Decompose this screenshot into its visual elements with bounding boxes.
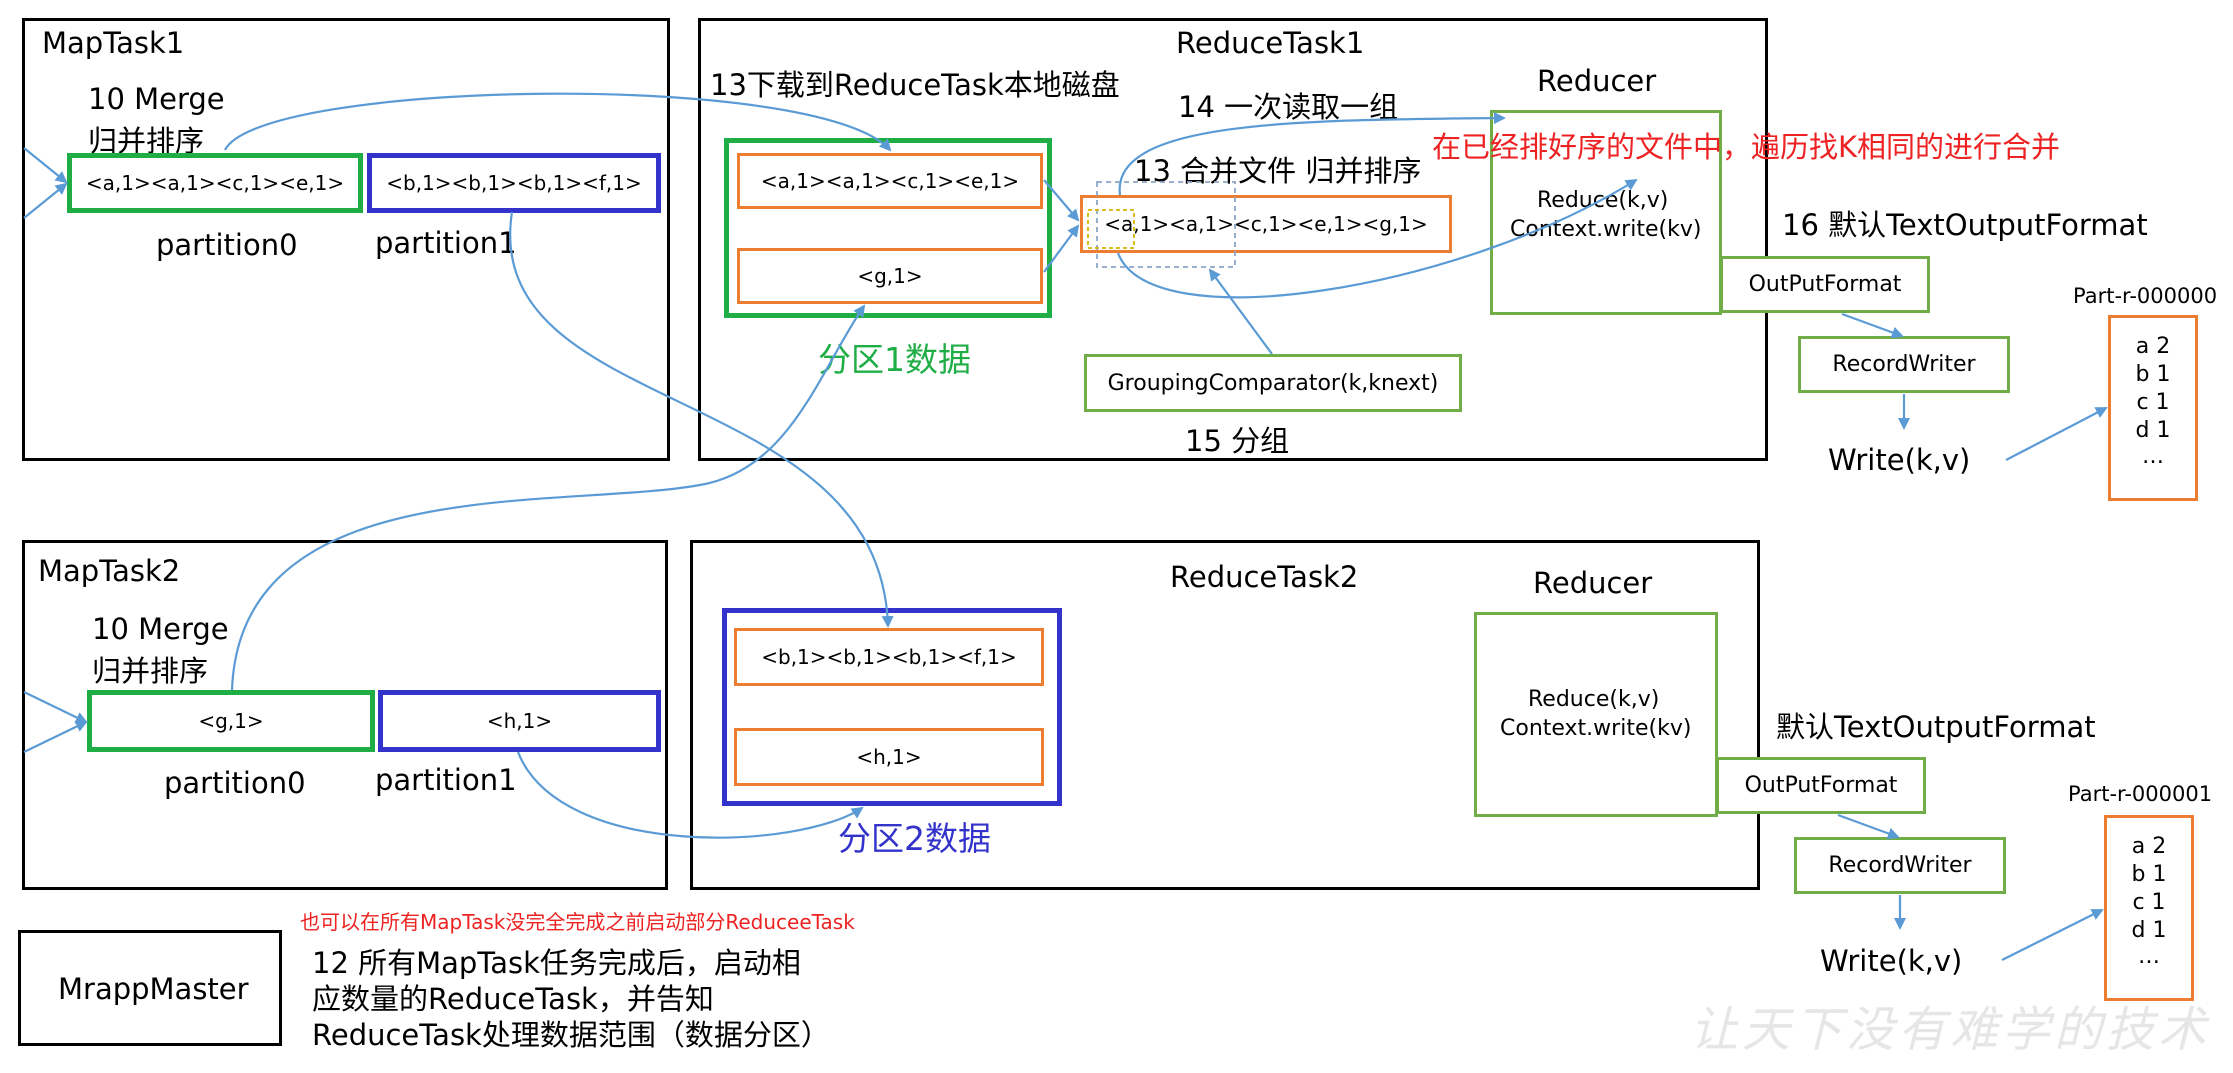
maptask1-input-arrow xyxy=(23,147,68,184)
part-file-line: … xyxy=(2142,444,2164,469)
merged-first-key-dashed-box xyxy=(1087,209,1135,249)
reducetask2-part-file: a 2 b 1 c 1 d 1 … xyxy=(2104,815,2194,1001)
part-file-line: … xyxy=(2138,944,2160,969)
mt1-p0-to-rt1-arrow xyxy=(224,92,892,152)
reducetask2-part-file-name: Part-r-000001 xyxy=(2068,782,2213,806)
reducetask2-record-writer: RecordWriter xyxy=(1794,837,2006,894)
rt2-output-to-writer-arrow xyxy=(1837,813,1900,840)
merged-to-reducer-arrow xyxy=(1118,112,1506,196)
rt1-output-to-writer-arrow xyxy=(1841,312,1904,339)
reducetask1-partition-item-2: <g,1> xyxy=(737,248,1043,304)
reducetask2-reducer-title: Reducer xyxy=(1533,566,1653,600)
reducetask2-output-format: OutPutFormat xyxy=(1716,757,1926,814)
reducetask2-title: ReduceTask2 xyxy=(1170,560,1359,594)
reducetask2-reducer-box xyxy=(1474,612,1718,817)
reducetask1-red-note: 在已经排好序的文件中，遍历找K相同的进行合并 xyxy=(1432,130,2061,164)
maptask2-partition0-label: partition0 xyxy=(164,766,306,800)
reducetask1-output-format-label: 16 默认TextOutputFormat xyxy=(1782,208,2148,242)
reducetask2-partition-item-2: <h,1> xyxy=(734,728,1044,786)
maptask2-input-arrow xyxy=(23,720,88,753)
maptask1-partition1-box xyxy=(367,153,661,213)
reducetask1-merged-file: <a,1><a,1><c,1><e,1><g,1> xyxy=(1080,195,1452,253)
reducetask2-reducer-line2: Context.write(kv) xyxy=(1500,716,1692,741)
rt2-write-to-part-arrow xyxy=(2001,909,2104,961)
reducetask2-write: Write(k,v) xyxy=(1820,944,1963,978)
reducetask1-read-label: 14 一次读取一组 xyxy=(1178,90,1399,124)
reducetask1-reducer-box xyxy=(1490,110,1722,315)
master-frame xyxy=(18,930,282,1046)
reducetask1-record-writer: RecordWriter xyxy=(1798,336,2010,393)
reducetask2-partition-group xyxy=(722,608,1062,806)
maptask2-frame xyxy=(22,540,668,890)
maptask1-title: MapTask1 xyxy=(42,26,185,60)
part-file-line: d 1 xyxy=(2135,418,2171,443)
reducetask1-output-format: OutPutFormat xyxy=(1720,256,1930,313)
maptask1-merge-label-1: 10 Merge xyxy=(88,82,225,116)
maptask2-input-arrow xyxy=(23,691,88,724)
maptask2-partition1-box xyxy=(378,690,661,752)
reducetask2-partition-data-label: 分区2数据 xyxy=(838,819,991,858)
reducetask1-grouping-label: 15 分组 xyxy=(1185,424,1290,458)
part-file-line: d 1 xyxy=(2131,918,2167,943)
maptask2-partition1-content: <h,1> xyxy=(486,709,553,733)
reducetask2-partition-item-1: <b,1><b,1><b,1><f,1> xyxy=(734,628,1044,686)
part-file-line: a 2 xyxy=(2135,334,2171,359)
reducetask1-title: ReduceTask1 xyxy=(1176,26,1365,60)
reducetask2-reducer-line1: Reduce(k,v) xyxy=(1528,687,1660,712)
master-desc-line1: 12 所有MapTask任务完成后，启动相 xyxy=(312,946,801,980)
part-file-line: c 1 xyxy=(2136,390,2170,415)
maptask2-merge-label-1: 10 Merge xyxy=(92,612,229,646)
reducetask1-frame xyxy=(698,18,1768,461)
rt1-item2-to-merged-arrow xyxy=(1043,224,1080,273)
part-file-line: b 1 xyxy=(2135,362,2171,387)
reducetask1-write: Write(k,v) xyxy=(1828,443,1971,477)
grouping-to-merged-arrow xyxy=(1208,268,1273,355)
reducetask1-part-file-name: Part-r-000000 xyxy=(2073,284,2218,308)
reducetask2-output-format-label: 默认TextOutputFormat xyxy=(1776,710,2096,744)
mt1-p1-to-rt2-arrow xyxy=(509,211,894,628)
reducetask1-grouping-comparator: GroupingComparator(k,knext) xyxy=(1084,354,1462,412)
maptask2-merge-label-2: 归并排序 xyxy=(92,654,209,688)
master-desc-line2: 应数量的ReduceTask，并告知 xyxy=(312,982,714,1016)
maptask1-partition0-box xyxy=(67,153,363,213)
master-desc-line3: ReduceTask处理数据范围（数据分区） xyxy=(312,1018,830,1052)
maptask2-title: MapTask2 xyxy=(38,554,181,588)
maptask1-input-arrow xyxy=(23,182,68,219)
reducetask2-frame xyxy=(690,540,1760,890)
rt1-item1-to-merged-arrow xyxy=(1043,179,1080,222)
maptask1-partition1-label: partition1 xyxy=(375,226,517,260)
mt2-p1-to-rt2-arrow xyxy=(516,751,864,839)
reducetask1-part-file: a 2 b 1 c 1 d 1 … xyxy=(2108,315,2198,501)
maptask2-partition1-label: partition1 xyxy=(375,763,517,797)
master-red-note: 也可以在所有MapTask没完全完成之前启动部分ReduceeTask xyxy=(300,910,855,934)
maptask1-frame xyxy=(22,18,670,461)
maptask1-merge-label-2: 归并排序 xyxy=(88,124,205,158)
mt2-p0-to-rt1-arrow xyxy=(230,304,866,691)
maptask1-partition0-content: <a,1><a,1><c,1><e,1> xyxy=(85,171,345,195)
merged-group-dashed-box xyxy=(1096,181,1236,268)
reducetask1-partition-data-label: 分区1数据 xyxy=(818,340,971,379)
rt1-write-to-part-arrow xyxy=(2005,407,2108,461)
reducetask1-partition-item-1: <a,1><a,1><c,1><e,1> xyxy=(737,153,1043,209)
reducetask1-reducer-title: Reducer xyxy=(1537,64,1657,98)
maptask2-partition0-content: <g,1> xyxy=(198,709,264,733)
part-file-line: b 1 xyxy=(2131,862,2167,887)
master-title: MrappMaster xyxy=(58,972,249,1006)
maptask1-partition0-label: partition0 xyxy=(156,228,298,262)
watermark: 让天下没有难学的技术 xyxy=(1690,1002,2211,1058)
maptask1-partition1-content: <b,1><b,1><b,1><f,1> xyxy=(386,171,642,195)
merged-loop-arrow xyxy=(1116,178,1638,299)
part-file-line: c 1 xyxy=(2132,890,2166,915)
maptask2-partition0-box xyxy=(87,690,375,752)
part-file-line: a 2 xyxy=(2131,834,2167,859)
reducetask1-download-label: 13下载到ReduceTask本地磁盘 xyxy=(710,68,1120,102)
